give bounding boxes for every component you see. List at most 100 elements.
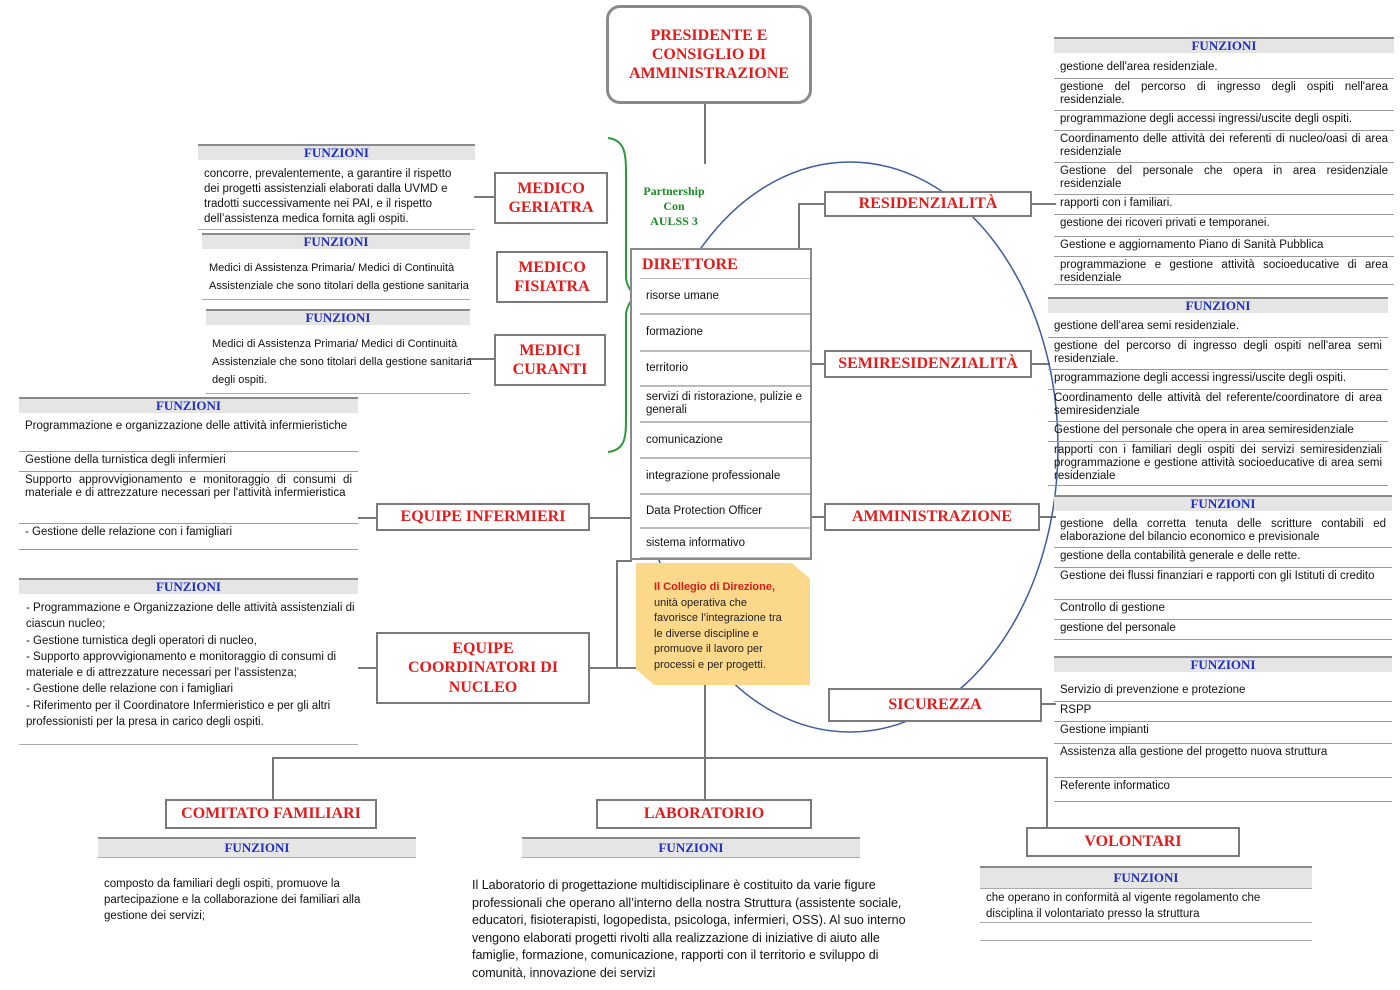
equipe-infermieri-box[interactable]: EQUIPE INFERMIERI bbox=[376, 503, 590, 531]
connector-line bbox=[468, 358, 496, 360]
comitato-familiari-box[interactable]: COMITATO FAMILIARI bbox=[165, 799, 377, 829]
curanti-funzioni-text: Medici di Assistenza Primaria/ Medici di… bbox=[212, 338, 472, 386]
divider bbox=[522, 857, 860, 858]
direttore-item[interactable]: formazione bbox=[640, 314, 810, 351]
infermieri-funzioni-list: Programmazione e organizzazione delle at… bbox=[19, 418, 358, 550]
connector-line bbox=[798, 203, 826, 205]
partnership-line2: Con bbox=[663, 199, 685, 213]
connector-line bbox=[810, 363, 826, 365]
medico-fisiatra-box[interactable]: MEDICO FISIATRA bbox=[496, 251, 608, 303]
connector-line bbox=[272, 757, 274, 799]
fisiatra-funzioni-text: Medici di Assistenza Primaria/ Medici di… bbox=[209, 262, 469, 292]
connector-line bbox=[474, 196, 496, 198]
funzioni-header: FUNZIONI bbox=[980, 866, 1312, 888]
funzione-item: gestione dell'area residenziale. bbox=[1054, 59, 1394, 79]
funzione-item: programmazione e gestione attività socio… bbox=[1054, 257, 1394, 285]
collegio-note-shape bbox=[636, 563, 810, 685]
connector-line bbox=[590, 667, 636, 669]
direttore-item[interactable]: sistema informativo bbox=[640, 528, 810, 558]
equipe-infermieri-label: EQUIPE INFERMIERI bbox=[400, 508, 566, 526]
funzione-item: Gestione del personale che opera in area… bbox=[1048, 422, 1388, 442]
funzione-item: - Gestione delle relazione con i famigli… bbox=[26, 683, 234, 696]
funzione-item: - Gestione delle relazione con i famigli… bbox=[19, 524, 358, 550]
medici-curanti-box[interactable]: MEDICI CURANTI bbox=[494, 334, 606, 386]
funzione-item: gestione dell'area semi residenziale. bbox=[1048, 318, 1388, 338]
funzione-item: - Gestione turnistica degli operatori di… bbox=[26, 634, 257, 647]
connector-line bbox=[704, 104, 706, 164]
amministrazione-box[interactable]: AMMINISTRAZIONE bbox=[824, 503, 1040, 531]
divider bbox=[202, 299, 470, 300]
direttore-item[interactable]: territorio bbox=[640, 351, 810, 386]
funzioni-header: FUNZIONI bbox=[206, 309, 470, 325]
sicurezza-box[interactable]: SICUREZZA bbox=[828, 688, 1042, 722]
collegio-title: Il Collegio di Direzione, bbox=[654, 581, 776, 593]
equipe-coordinatori-box[interactable]: EQUIPE COORDINATORI DI NUCLEO bbox=[376, 632, 590, 704]
direttore-item[interactable]: risorse umane bbox=[640, 278, 810, 314]
connector-line bbox=[1042, 703, 1056, 705]
funzioni-header: FUNZIONI bbox=[1054, 656, 1392, 672]
funzioni-header: FUNZIONI bbox=[198, 144, 475, 160]
residenzialita-box[interactable]: RESIDENZIALITÀ bbox=[824, 191, 1032, 217]
divider bbox=[206, 393, 470, 394]
funzione-item: Coordinamento delle attività dei referen… bbox=[1054, 131, 1394, 163]
funzioni-header: FUNZIONI bbox=[522, 837, 860, 857]
laboratorio-funzioni-text: Il Laboratorio di progettazione multidis… bbox=[472, 878, 906, 980]
connector-line bbox=[1040, 516, 1056, 518]
volontari-box[interactable]: VOLONTARI bbox=[1026, 827, 1240, 857]
geriatra-funzioni-text: concorre, prevalentemente, a garantire i… bbox=[204, 168, 452, 225]
medico-geriatra-label: MEDICO GERIATRA bbox=[508, 179, 594, 216]
residenzialita-label: RESIDENZIALITÀ bbox=[858, 195, 998, 213]
medici-curanti-label: MEDICI CURANTI bbox=[512, 341, 588, 378]
funzione-item: gestione del personale bbox=[1054, 620, 1392, 640]
direttore-item[interactable]: integrazione professionale bbox=[640, 458, 810, 494]
funzioni-header: FUNZIONI bbox=[1048, 297, 1388, 313]
collegio-text: unità operativa che favorisce l’integraz… bbox=[654, 596, 782, 671]
president-box[interactable]: PRESIDENTE E CONSIGLIO DI AMMINISTRAZION… bbox=[606, 5, 812, 104]
funzioni-header: FUNZIONI bbox=[202, 233, 470, 249]
funzione-item: Servizio di prevenzione e protezione bbox=[1054, 682, 1392, 702]
connector-line bbox=[1030, 203, 1056, 205]
partnership-line3: AULSS 3 bbox=[650, 214, 698, 228]
connector-line bbox=[616, 560, 632, 562]
medico-geriatra-box[interactable]: MEDICO GERIATRA bbox=[494, 172, 608, 224]
funzione-item: - Supporto approvvigionamento e monitora… bbox=[26, 650, 337, 680]
funzione-item: gestione dei ricoveri privati e temporan… bbox=[1054, 215, 1394, 237]
partnership-line1: Partnership bbox=[643, 184, 705, 198]
divider bbox=[980, 922, 1312, 923]
funzione-item: Gestione e aggiornamento Piano di Sanità… bbox=[1054, 237, 1394, 257]
divider bbox=[19, 744, 358, 745]
volontari-funzioni-text: che operano in conformità al vigente reg… bbox=[986, 892, 1261, 920]
funzione-item: gestione del percorso di ingresso degli … bbox=[1054, 79, 1394, 111]
connector-line bbox=[704, 684, 706, 758]
funzione-item: Gestione del personale che opera in area… bbox=[1054, 163, 1394, 195]
funzione-item: Programmazione e organizzazione delle at… bbox=[19, 418, 358, 452]
connector-line bbox=[590, 517, 630, 519]
funzione-item: gestione del percorso di ingresso degli … bbox=[1048, 338, 1388, 370]
direttore-item[interactable]: servizi di ristorazione, pulizie e gener… bbox=[640, 386, 810, 422]
direttore-item[interactable]: Data Protection Officer bbox=[640, 494, 810, 528]
connector-line bbox=[358, 667, 376, 669]
semiresidenzialita-box[interactable]: SEMIRESIDENZIALITÀ bbox=[824, 350, 1032, 378]
connector-line bbox=[704, 757, 706, 799]
amministrazione-label: AMMINISTRAZIONE bbox=[851, 508, 1012, 526]
connector-line bbox=[1046, 757, 1048, 827]
funzioni-header: FUNZIONI bbox=[1054, 495, 1392, 511]
funzione-item: gestione della corretta tenuta delle scr… bbox=[1054, 516, 1392, 548]
funzioni-header: FUNZIONI bbox=[19, 578, 358, 594]
connector-line bbox=[810, 516, 826, 518]
connector-line bbox=[1030, 363, 1050, 365]
coordinatori-funzioni-list: - Programmazione e Organizzazione delle … bbox=[26, 600, 356, 730]
direttore-item[interactable]: comunicazione bbox=[640, 422, 810, 458]
laboratorio-label: LABORATORIO bbox=[643, 805, 765, 823]
laboratorio-box[interactable]: LABORATORIO bbox=[596, 799, 812, 829]
funzioni-header: FUNZIONI bbox=[19, 397, 358, 413]
funzione-item: Referente informatico bbox=[1054, 778, 1392, 802]
residenzialita-funzioni-list: gestione dell'area residenziale.gestione… bbox=[1054, 59, 1394, 285]
funzione-item: rapporti con i familiari. bbox=[1054, 195, 1394, 215]
funzione-item: Gestione impianti bbox=[1054, 722, 1392, 744]
divider bbox=[980, 888, 1312, 889]
funzione-item: RSPP bbox=[1054, 702, 1392, 722]
funzioni-header: FUNZIONI bbox=[1054, 37, 1394, 53]
